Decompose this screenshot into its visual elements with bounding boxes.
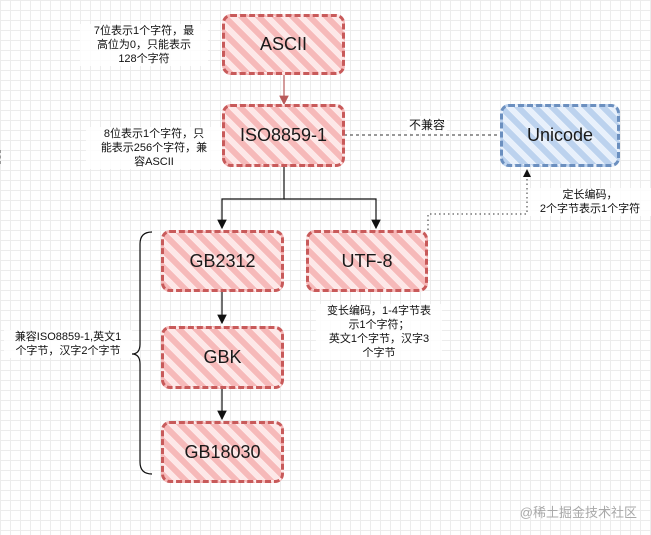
- node-iso8859-1[interactable]: ISO8859-1: [222, 104, 345, 167]
- edge-iso-to-utf8: [284, 198, 381, 230]
- note-iso-line: 8位表示1个字符，只: [103, 128, 205, 140]
- node-gb18030[interactable]: GB18030: [161, 421, 284, 483]
- edge-utf8-to-unicode: [427, 169, 531, 230]
- node-gbk[interactable]: GBK: [161, 326, 284, 389]
- note-utf8-line: 个字节: [362, 347, 396, 359]
- note-utf8-line: 变长编码，1-4字节表: [327, 305, 431, 317]
- node-gb18030-label: GB18030: [184, 441, 261, 462]
- edge-iso-branch: [217, 167, 285, 230]
- note-iso8859-1: 8位表示1个字符，只 能表示256个字符，兼 容ASCII: [86, 127, 222, 169]
- note-gb-family: 兼容ISO8859-1,英文1 个字节，汉字2个字节: [4, 330, 132, 358]
- node-gb2312[interactable]: GB2312: [161, 230, 284, 292]
- note-unicode: 定长编码， 2个字节表示1个字符: [528, 188, 651, 216]
- note-gb-line: 兼容ISO8859-1,英文1: [14, 331, 122, 343]
- note-utf8: 变长编码，1-4字节表 示1个字符； 英文1个字节，汉字3 个字节: [316, 304, 442, 360]
- node-unicode[interactable]: Unicode: [500, 104, 620, 167]
- node-ascii-label: ASCII: [259, 34, 307, 54]
- node-iso8859-1-label: ISO8859-1: [239, 125, 328, 145]
- canvas-edge-marker: [0, 150, 7, 164]
- note-gb-line: 个字节，汉字2个字节: [15, 345, 121, 357]
- note-iso-line: 容ASCII: [134, 156, 174, 168]
- edge-label-incompatible: 不兼容: [407, 116, 448, 133]
- note-ascii: 7位表示1个字符，最 高位为0，只能表示 128个字符: [80, 24, 208, 66]
- gb-family-brace: [131, 231, 153, 475]
- node-gbk-label: GBK: [203, 347, 242, 367]
- note-ascii-line: 高位为0，只能表示: [96, 39, 192, 51]
- node-gb2312-label: GB2312: [189, 250, 256, 271]
- note-unicode-line: 2个字节表示1个字符: [539, 203, 641, 215]
- note-ascii-line: 128个字符: [118, 53, 170, 65]
- note-iso-line: 能表示256个字符，兼: [100, 142, 208, 154]
- watermark: @稀土掘金技术社区: [519, 505, 637, 520]
- note-utf8-line: 示1个字符；: [348, 319, 410, 331]
- note-unicode-line: 定长编码，: [562, 189, 618, 201]
- node-unicode-label: Unicode: [526, 125, 594, 145]
- node-utf8-label: UTF-8: [341, 250, 393, 271]
- node-ascii[interactable]: ASCII: [222, 14, 345, 75]
- node-utf8[interactable]: UTF-8: [306, 230, 428, 292]
- note-utf8-line: 英文1个字节，汉字3: [328, 333, 430, 345]
- note-ascii-line: 7位表示1个字符，最: [93, 25, 195, 37]
